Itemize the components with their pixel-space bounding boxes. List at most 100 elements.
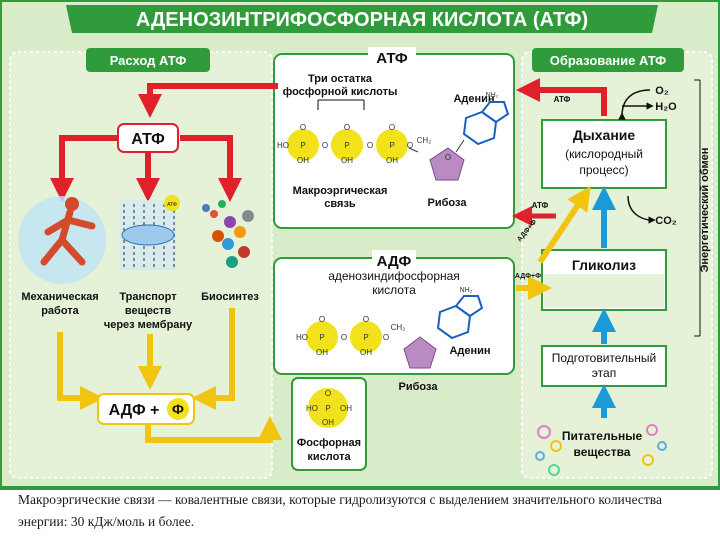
o2-label: O₂ — [655, 85, 669, 97]
atf-box-title: АТФ — [376, 50, 408, 67]
adf-ch2: CH₂ — [391, 323, 406, 332]
biosynthesis-label: Биосинтез — [201, 291, 259, 303]
adf-plus-phi-node: АДФ + Ф — [97, 393, 195, 425]
o-link-3: O — [407, 141, 413, 150]
nutrients-label-2: вещества — [574, 445, 631, 459]
phosphate-circle-1 — [287, 129, 319, 161]
adf-phosphate-circle-1 — [306, 321, 338, 353]
header-banner: АДЕНОЗИНТРИФОСФОРНАЯ КИСЛОТА (АТФ) — [66, 5, 658, 33]
preparatory-label: Подготовительный — [552, 351, 657, 365]
adf-p2: P — [363, 333, 368, 342]
phosphate-circle-3 — [376, 129, 408, 161]
adf-subtitle: аденозиндифосфорная — [328, 269, 460, 283]
o-link-1: O — [322, 141, 328, 150]
glycolysis-box: Гликолиз — [541, 249, 667, 311]
o-label-2: O — [344, 123, 350, 132]
p-label-1: P — [300, 141, 305, 150]
o-label-1: O — [300, 123, 306, 132]
atf-small-label-2: АТФ — [532, 201, 549, 210]
membrane-transport-icon: АТФ — [120, 195, 180, 270]
adf-oh1: OH — [316, 348, 328, 357]
phosphoric-acid-label: Фосфорная — [297, 437, 361, 449]
macro-bond-label-2: связь — [324, 198, 356, 210]
o-link-2: O — [367, 141, 373, 150]
adf-molecule-box: АДФ аденозиндифосфорная кислота HO P P O… — [273, 250, 515, 393]
ribose-label-atf: Рибоза — [428, 197, 468, 209]
phi-label: Ф — [172, 401, 184, 417]
ho-label: HO — [277, 141, 289, 150]
adf-olink1: O — [341, 333, 347, 342]
gas-exchange: O₂ H₂O CO₂ — [618, 85, 677, 227]
respiration-label-3: процесс) — [579, 163, 628, 177]
atf-molecule-box: АТФ Три остатка фосфорной кислоты Аденин… — [273, 47, 515, 229]
h2o-label: H₂O — [655, 101, 677, 113]
p-label-2: P — [344, 141, 349, 150]
atf-small-label-1: АТФ — [554, 95, 571, 104]
respiration-to-atf-arrow — [516, 78, 607, 116]
adenine-label-atf: Аденин — [453, 93, 494, 105]
glycolysis-to-atf-arrow — [537, 186, 591, 264]
adf-ho: HO — [296, 333, 308, 342]
transport-label-2: веществ — [125, 305, 171, 317]
p-label-3: P — [389, 141, 394, 150]
pa-p: P — [325, 404, 330, 413]
pa-o: O — [325, 389, 331, 398]
adf-box-title: АДФ — [377, 253, 412, 270]
mechanical-work-label-2: работа — [41, 305, 79, 317]
atf-tag-small: АТФ — [167, 202, 177, 208]
co2-label: CO₂ — [655, 215, 677, 227]
oh-label-3: OH — [386, 156, 398, 165]
respiration-label: Дыхание — [573, 127, 636, 143]
preparatory-label-2: этап — [592, 366, 616, 380]
three-residues-label-2: фосфорной кислоты — [283, 86, 398, 98]
caption-text: Макроэргические связи — ковалентные связ… — [18, 492, 662, 529]
respiration-box: Дыхание (кислородный процесс) — [541, 119, 667, 189]
running-figure-icon — [18, 196, 106, 284]
adf-oh2: OH — [360, 348, 372, 357]
atf-node-label: АТФ — [131, 131, 165, 148]
ribose-pentagon-adf — [403, 336, 437, 369]
phosphoric-acid-box: O HO P OH OH Фосфорная кислота — [291, 377, 367, 471]
ribose-label-adf: Рибоза — [399, 381, 439, 393]
adf-phosphate-circle-2 — [350, 321, 382, 353]
ribose-pentagon-atf — [429, 147, 465, 181]
energy-metabolism-label: Энергетический обмен — [699, 148, 711, 273]
adenine-label-adf: Аденин — [449, 345, 490, 357]
preparatory-stage-box: Подготовительный этап — [541, 345, 667, 387]
three-residues-label: Три остатка — [308, 73, 373, 85]
header-title: АДЕНОЗИНТРИФОСФОРНАЯ КИСЛОТА (АТФ) — [136, 9, 588, 31]
pa-oh-right: OH — [340, 404, 352, 413]
nutrients: Питательные вещества — [535, 424, 667, 476]
nh2-label-adf: NH₂ — [460, 287, 473, 294]
adf-o2: O — [363, 315, 369, 324]
ribose-o-atf: O — [445, 153, 451, 162]
transport-label-3: через мембрану — [104, 319, 193, 331]
glycolysis-label: Гликолиз — [572, 257, 636, 273]
respiration-label-2: (кислородный — [565, 147, 643, 161]
adf-f-label-2: АДФ+Ф — [515, 273, 541, 280]
oh-label-1: OH — [297, 156, 309, 165]
nh2-label-atf: NH₂ — [486, 92, 499, 99]
o-label-3: O — [389, 123, 395, 132]
adf-subtitle-2: кислота — [372, 283, 416, 297]
transport-label: Транспорт — [119, 291, 177, 303]
consumption-arrows — [50, 83, 278, 202]
nutrients-label: Питательные — [562, 429, 643, 443]
macro-bond-label: Макроэргическая — [293, 185, 388, 197]
return-arrows — [57, 308, 282, 443]
phosphate-circle-2 — [331, 129, 363, 161]
pa-ho: HO — [306, 404, 318, 413]
oh-label-2: OH — [341, 156, 353, 165]
energy-metabolism-side: Энергетический обмен — [694, 79, 711, 337]
adf-plus-label: АДФ + — [109, 402, 160, 419]
adf-p1: P — [319, 333, 324, 342]
phosphoric-acid-label-2: кислота — [307, 451, 351, 463]
adf-o1: O — [319, 315, 325, 324]
phosphoric-acid-circle — [308, 388, 348, 428]
ch2-label-atf: CH₂ — [417, 136, 432, 145]
biosynthesis-icon — [202, 200, 254, 268]
adf-olink2: O — [383, 333, 389, 342]
consumption-panel-title: Расход АТФ — [110, 53, 187, 68]
pa-oh-bottom: OH — [322, 418, 334, 427]
